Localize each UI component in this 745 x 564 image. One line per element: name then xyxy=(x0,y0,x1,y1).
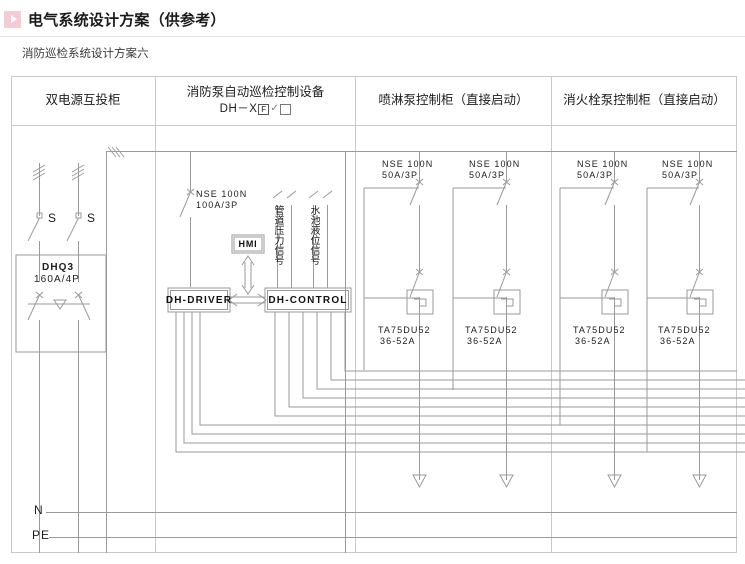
signal-label-pipeline-pressure: 管道压力信号 xyxy=(272,205,283,265)
feeder-1-breaker-rating: 50A/3P xyxy=(382,170,419,180)
page-title: 电气系统设计方案（供参考） xyxy=(28,11,226,29)
column-title-text: 消防泵自动巡检控制设备 xyxy=(186,85,325,100)
feeder-4-breaker-rating: 50A/3P xyxy=(662,170,699,180)
feeder-4-relay-name: TA75DU52 xyxy=(658,325,711,335)
model-check-icon: ✓ xyxy=(270,103,280,115)
feeder-3-breaker-rating: 50A/3P xyxy=(577,170,614,180)
page-header: 电气系统设计方案（供参考） xyxy=(0,0,745,38)
hmi-label: HMI xyxy=(238,239,258,249)
feeder-2-breaker-name: NSE 100N xyxy=(469,159,521,169)
feeder-2-breaker-rating: 50A/3P xyxy=(469,170,506,180)
bus-label-neutral: N xyxy=(34,503,43,517)
column-title-patrol-control: 消防泵自动巡检控制设备 DH－X F ✓ xyxy=(156,76,355,125)
play-triangle-icon xyxy=(4,10,21,28)
column-title-text: 消火栓泵控制柜（直接启动） xyxy=(563,93,726,108)
feeder-4-relay-range: 36-52A xyxy=(660,336,696,346)
dual-power-device-rating: 160A/4P xyxy=(34,274,81,285)
feeder-3-relay-name: TA75DU52 xyxy=(573,325,626,335)
header-divider xyxy=(0,36,745,37)
dual-power-switch-label-1: S xyxy=(48,211,57,225)
column-divider-2 xyxy=(355,76,356,553)
feeder-3-breaker-name: NSE 100N xyxy=(577,159,629,169)
feeder-1-relay-name: TA75DU52 xyxy=(378,325,431,335)
column-title-spray-pump: 喷淋泵控制柜（直接启动） xyxy=(356,76,551,125)
feeder-4-breaker-name: NSE 100N xyxy=(662,159,714,169)
patrol-breaker-name: NSE 100N xyxy=(196,189,248,199)
bus-label-protective-earth: PE xyxy=(32,528,51,542)
dual-power-switch-label-2: S xyxy=(87,211,96,225)
model-prefix: DH－X xyxy=(219,103,258,116)
caption-band-divider xyxy=(11,125,737,126)
column-title-text: 双电源互投柜 xyxy=(45,93,121,108)
patrol-breaker-rating: 100A/3P xyxy=(196,200,239,210)
column-divider-1 xyxy=(155,76,156,553)
feeder-2-relay-range: 36-52A xyxy=(467,336,503,346)
signal-label-water-level: 水池液位信号 xyxy=(308,205,319,265)
model-option-box-empty xyxy=(280,104,292,116)
dual-power-device-name: DHQ3 xyxy=(42,262,75,273)
column-title-text: 喷淋泵控制柜（直接启动） xyxy=(378,93,529,108)
dh-driver-label: DH-DRIVER xyxy=(165,294,233,306)
page-subtitle: 消防巡检系统设计方案六 xyxy=(22,48,149,60)
column-divider-3 xyxy=(551,76,552,553)
feeder-1-relay-range: 36-52A xyxy=(380,336,416,346)
feeder-2-relay-name: TA75DU52 xyxy=(465,325,518,335)
column-title-dual-power: 双电源互投柜 xyxy=(11,76,155,125)
feeder-1-breaker-name: NSE 100N xyxy=(382,159,434,169)
feeder-3-relay-range: 36-52A xyxy=(575,336,611,346)
model-option-box-f: F xyxy=(258,104,270,116)
diagram-frame xyxy=(11,76,737,553)
dh-control-label: DH-CONTROL xyxy=(268,294,348,306)
column-title-hydrant-pump: 消火栓泵控制柜（直接启动） xyxy=(552,76,737,125)
column-title-model: DH－X F ✓ xyxy=(220,101,292,118)
